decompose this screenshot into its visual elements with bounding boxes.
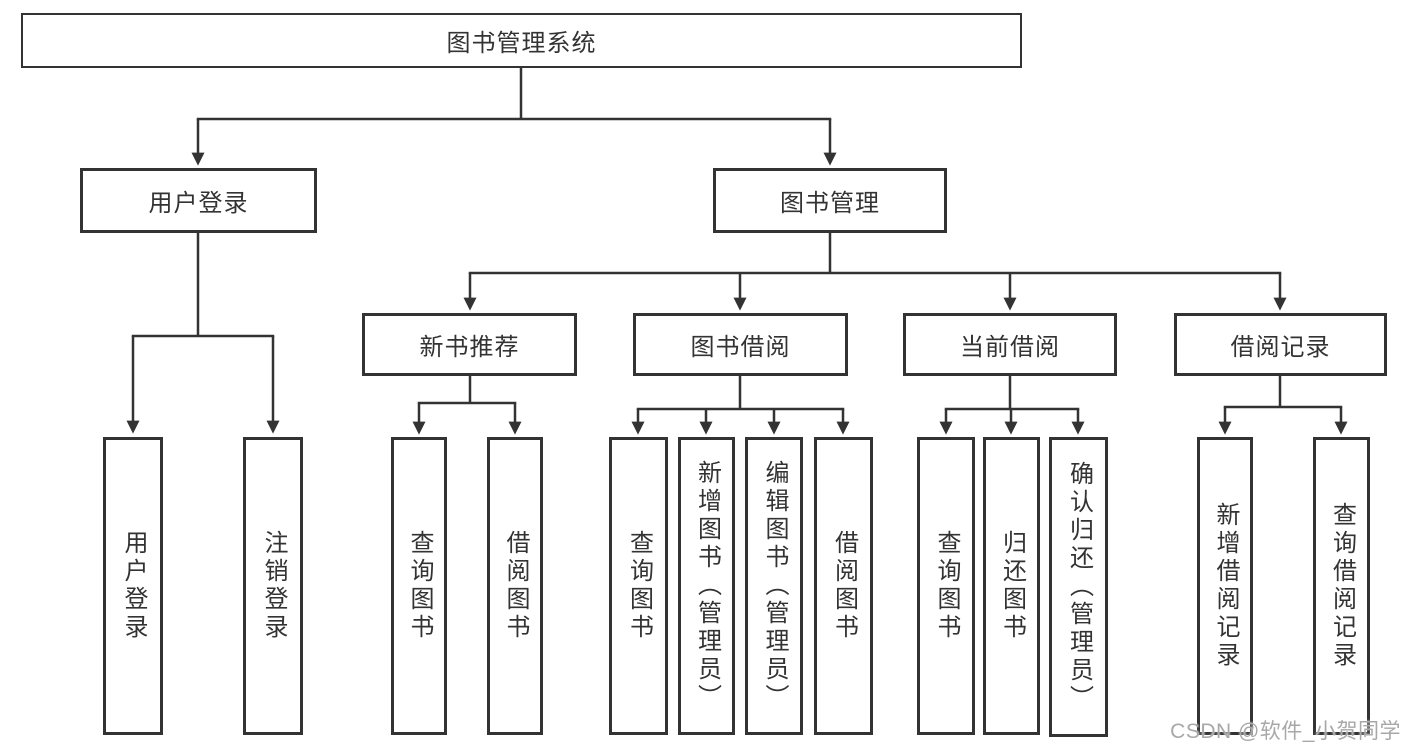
node-label: 借阅图书 (502, 530, 529, 642)
node-label: 编辑图书（管理员） (761, 460, 788, 712)
node-label: 查询借阅记录 (1328, 502, 1356, 670)
node-label: 借阅图书 (830, 530, 858, 642)
leaf-br-query-record: 查询借阅记录 (1313, 437, 1370, 735)
node-label: 归还图书 (998, 530, 1026, 642)
leaf-br-add-record: 新增借阅记录 (1197, 437, 1253, 735)
node-label: 图书借阅 (690, 334, 791, 361)
leaf-bb-borrow-books: 借阅图书 (814, 437, 873, 735)
node-label: 查询图书 (933, 530, 960, 642)
node-label: 确认归还（管理员） (1065, 461, 1093, 713)
node-user-login: 用户登录 (80, 168, 317, 233)
leaf-bb-edit-books-admin: 编辑图书（管理员） (745, 437, 803, 735)
node-new-book-recommend: 新书推荐 (362, 313, 577, 376)
node-borrow-records: 借阅记录 (1174, 313, 1387, 376)
node-label: 用户登录 (148, 190, 249, 217)
node-label: 查询图书 (406, 530, 433, 642)
node-book-borrow: 图书借阅 (633, 313, 848, 376)
node-label: 图书管理系统 (446, 30, 597, 57)
watermark: CSDN @软件_小贺同学 (1170, 720, 1401, 743)
leaf-cb-return-books: 归还图书 (983, 437, 1040, 735)
node-label: 借阅记录 (1230, 334, 1331, 361)
node-label: 当前借阅 (960, 334, 1060, 361)
node-label: 查询图书 (625, 530, 653, 642)
node-root: 图书管理系统 (21, 13, 1022, 68)
leaf-nbr-borrow-books: 借阅图书 (487, 437, 543, 735)
leaf-bb-add-books-admin: 新增图书（管理员） (678, 437, 735, 735)
node-label: 新增借阅记录 (1212, 502, 1239, 670)
leaf-logout: 注销登录 (243, 437, 303, 735)
node-label: 用户登录 (120, 530, 147, 642)
node-label: 新增图书（管理员） (693, 460, 721, 712)
node-label: 图书管理 (780, 190, 880, 217)
leaf-cb-confirm-return-admin: 确认归还（管理员） (1049, 437, 1108, 737)
leaf-nbr-query-books: 查询图书 (391, 437, 447, 735)
node-current-borrow: 当前借阅 (903, 313, 1117, 376)
node-book-management: 图书管理 (713, 168, 947, 233)
node-label: 注销登录 (260, 530, 287, 642)
leaf-cb-query-books: 查询图书 (917, 437, 975, 735)
node-label: 新书推荐 (419, 334, 520, 361)
leaf-user-login: 用户登录 (103, 437, 163, 735)
leaf-bb-query-books: 查询图书 (609, 437, 668, 735)
